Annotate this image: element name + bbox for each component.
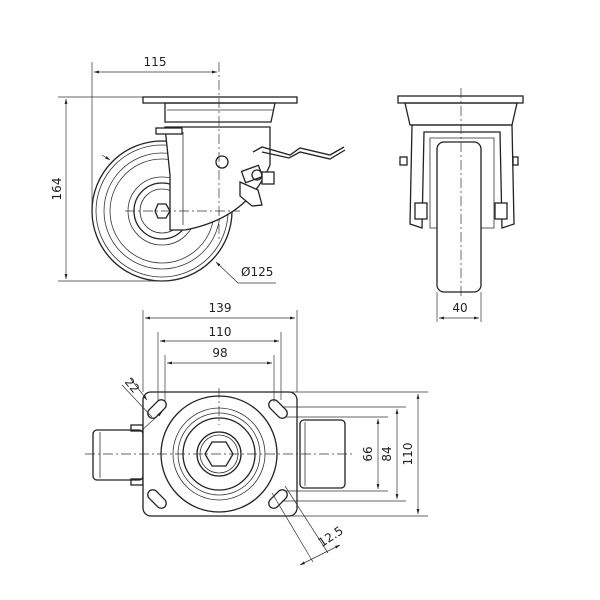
front-wheel xyxy=(436,141,482,293)
brake-housing xyxy=(92,429,144,481)
fork-top-lip xyxy=(155,127,183,135)
brake-lever xyxy=(239,146,346,207)
dim-hole-spacing-inner-label: 98 xyxy=(212,346,227,360)
fork xyxy=(164,126,271,231)
dim-plate-width-label: 110 xyxy=(401,443,415,466)
dim-vertical-outer-label: 84 xyxy=(380,446,394,461)
top-plate xyxy=(142,96,298,104)
dim-height-label: 164 xyxy=(50,178,64,201)
dim-leader-125 xyxy=(215,261,276,284)
top-view: 139 110 98 110 84 66 22 12.5 xyxy=(85,301,428,566)
dim-line-22 xyxy=(129,377,148,401)
pivot-bolt xyxy=(215,155,229,169)
axle-nut-left xyxy=(414,202,428,220)
dim-hole-spacing-outer-label: 110 xyxy=(209,325,232,339)
dim-vertical-inner-label: 66 xyxy=(361,446,375,461)
front-top-plate xyxy=(397,95,524,104)
dim-slot-width-label: 12.5 xyxy=(316,523,346,549)
swivel-hub xyxy=(164,102,276,123)
front-view: 40 xyxy=(397,88,524,322)
dim-line-12-5 xyxy=(299,544,341,566)
axle-nut-right xyxy=(494,202,508,220)
side-view: 115 164 Ø125 xyxy=(50,55,346,284)
dim-offset-label: 115 xyxy=(144,55,167,69)
dim-slot-length-label: 22 xyxy=(122,375,143,396)
dim-wheel-width-label: 40 xyxy=(452,301,467,315)
dim-plate-length-label: 139 xyxy=(209,301,232,315)
dim-wheel-diameter-label: Ø125 xyxy=(241,265,273,279)
